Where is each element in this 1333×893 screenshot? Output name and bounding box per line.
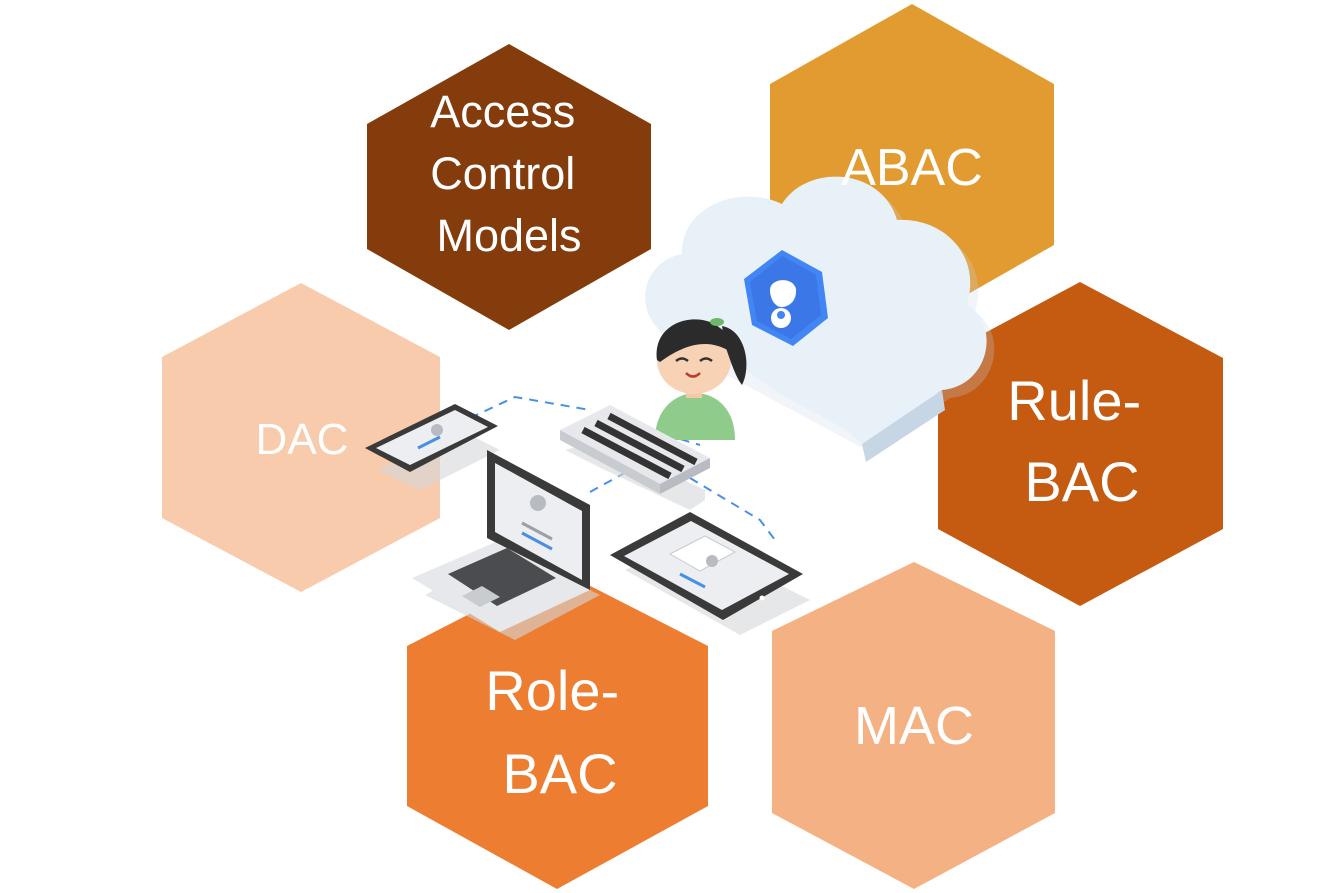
role-bac-label-line-1: Role- (485, 659, 619, 722)
hexagon-role-bac (407, 569, 708, 889)
center-label: Access Control Models (430, 86, 588, 261)
hexagon-dac (162, 283, 440, 592)
rule-bac-label-line-1: Rule- (1007, 369, 1141, 432)
hexagon-labels: Access Control Models ABAC DAC Rule- BAC… (256, 86, 1156, 805)
link-server-tablet (689, 477, 776, 541)
hexagon-rule-bac (938, 282, 1223, 606)
hexagon-mac (772, 562, 1055, 889)
rule-bac-label-line-2: BAC (1024, 450, 1139, 513)
center-label-line-1: Access (430, 86, 575, 137)
mac-label: MAC (854, 696, 974, 756)
abac-label: ABAC (841, 139, 983, 197)
dac-label: DAC (256, 415, 349, 464)
illustration (365, 176, 995, 640)
cloud-icon (645, 176, 995, 462)
role-bac-label-line-2: BAC (502, 742, 617, 805)
tablet-login-icon (610, 512, 810, 635)
person-avatar-icon (655, 318, 747, 440)
rule-bac-label: Rule- BAC (1007, 369, 1156, 513)
center-label-line-2: Control (430, 148, 575, 199)
center-label-line-3: Models (436, 210, 581, 261)
hexagon-group (162, 4, 1223, 889)
server-icon (560, 405, 710, 510)
hexagon-center (367, 44, 651, 330)
shield-user-icon (744, 250, 828, 346)
phone-login-icon (365, 404, 500, 490)
link-phone-server (469, 395, 591, 419)
laptop-login-icon (412, 450, 600, 640)
role-bac-label: Role- BAC (485, 659, 634, 805)
